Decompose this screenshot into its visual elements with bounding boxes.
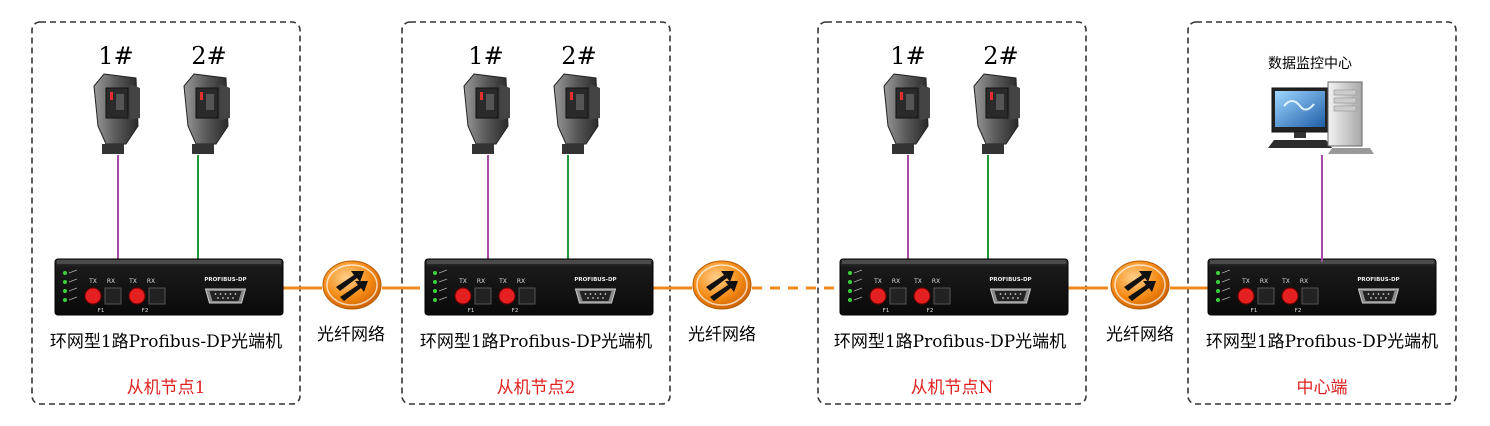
port-label: TX: [913, 278, 922, 285]
status-led-icon: [433, 280, 437, 284]
node-label-slaveN: 从机节点N: [911, 378, 994, 398]
port-label: RX: [892, 278, 900, 285]
port-label: TX: [1241, 278, 1250, 285]
fiber-port-label: F2: [142, 308, 149, 314]
fiber-port-label: F2: [1295, 308, 1302, 314]
node-frame-slaveN: [817, 21, 1087, 405]
fiber-network-label: 光纤网络: [1106, 325, 1174, 345]
status-led-icon: [848, 298, 852, 302]
db9-label: PROFIBUS-DP: [574, 277, 616, 283]
fiber-network-label: 光纤网络: [317, 325, 385, 345]
node-frame-slave2: [401, 21, 671, 405]
device-label: 环网型1路Profibus-DP光端机: [834, 332, 1066, 352]
status-led-icon: [848, 289, 852, 293]
port-label: TX: [88, 278, 97, 285]
fiber-network-icon: [322, 260, 382, 310]
fiber-network-label: 光纤网络: [688, 325, 756, 345]
connector-label-1: 1#: [98, 42, 133, 70]
fiber-port-label: F1: [468, 308, 475, 314]
fiber-transceiver-device: TX RX TX RX F1 F2 PROFIBUS-DP: [839, 258, 1069, 316]
fiber-port-label: F2: [927, 308, 934, 314]
status-led-icon: [1216, 298, 1220, 302]
port-label: TX: [128, 278, 137, 285]
status-led-icon: [1216, 271, 1220, 275]
profibus-connector-icon: [93, 73, 140, 154]
fiber-transceiver-device: TX RX TX RX F1 F2 PROFIBUS-DP: [1207, 258, 1437, 316]
port-label: RX: [477, 278, 485, 285]
status-led-icon: [433, 271, 437, 275]
connector-label-2: 2#: [191, 42, 226, 70]
fiber-port-icon: [454, 287, 472, 305]
connector-label-2: 2#: [561, 42, 596, 70]
node-label-slave1: 从机节点1: [127, 378, 206, 398]
node-frame-slave1: [31, 21, 301, 405]
status-led-icon: [433, 289, 437, 293]
profibus-connector-icon: [463, 73, 510, 154]
node-label-slave2: 从机节点2: [497, 378, 576, 398]
device-label: 环网型1路Profibus-DP光端机: [1206, 332, 1438, 352]
fiber-port-label: F1: [98, 308, 105, 314]
device-label: 环网型1路Profibus-DP光端机: [420, 332, 652, 352]
port-label: RX: [147, 278, 155, 285]
status-led-icon: [1216, 289, 1220, 293]
node-frames: [31, 21, 1457, 405]
fiber-port-label: F1: [1251, 308, 1258, 314]
fiber-port-icon: [84, 287, 102, 305]
fiber-port-label: F2: [512, 308, 519, 314]
status-led-icon: [1216, 280, 1220, 284]
node-frame-center: [1187, 21, 1457, 405]
db9-label: PROFIBUS-DP: [1357, 277, 1399, 283]
fiber-port-icon: [1281, 287, 1299, 305]
profibus-connector-icon: [553, 73, 600, 154]
labels: 1# 2# 环网型1路Profibus-DP光端机 从机节点1 1# 2# 环网…: [50, 42, 1438, 398]
port-label: RX: [1300, 278, 1308, 285]
port-label: RX: [1260, 278, 1268, 285]
fiber-port-label: F1: [883, 308, 890, 314]
status-led-icon: [63, 271, 67, 275]
fiber-port-icon: [128, 287, 146, 305]
profibus-connector-icon: [183, 73, 230, 154]
fiber-port-icon: [1237, 287, 1255, 305]
port-label: RX: [932, 278, 940, 285]
status-led-icon: [63, 289, 67, 293]
db9-label: PROFIBUS-DP: [204, 277, 246, 283]
port-label: TX: [498, 278, 507, 285]
profibus-connector-icon: [883, 73, 930, 154]
status-led-icon: [63, 280, 67, 284]
port-label: RX: [107, 278, 115, 285]
fiber-network-icon: [692, 260, 752, 310]
profibus-connector-icon: [973, 73, 1020, 154]
status-led-icon: [848, 271, 852, 275]
port-label: TX: [1281, 278, 1290, 285]
fiber-network-icon: [1110, 260, 1170, 310]
port-label: RX: [517, 278, 525, 285]
fiber-port-icon: [913, 287, 931, 305]
computer-icon: [1268, 81, 1374, 154]
db9-label: PROFIBUS-DP: [989, 277, 1031, 283]
status-led-icon: [433, 298, 437, 302]
connector-label-1: 1#: [890, 42, 925, 70]
fiber-port-icon: [869, 287, 887, 305]
port-label: TX: [873, 278, 882, 285]
fiber-transceiver-device: TX RX TX RX F1 F2 PROFIBUS-DP: [54, 258, 284, 316]
device-label: 环网型1路Profibus-DP光端机: [50, 332, 282, 352]
status-led-icon: [848, 280, 852, 284]
node-label-center: 中心端: [1297, 378, 1348, 398]
status-led-icon: [63, 298, 67, 302]
fiber-transceiver-device: TX RX TX RX F1 F2 PROFIBUS-DP: [424, 258, 654, 316]
connector-label-1: 1#: [468, 42, 503, 70]
connector-label-2: 2#: [983, 42, 1018, 70]
port-label: TX: [458, 278, 467, 285]
fiber-port-icon: [498, 287, 516, 305]
monitor-center-label: 数据监控中心: [1268, 56, 1352, 72]
